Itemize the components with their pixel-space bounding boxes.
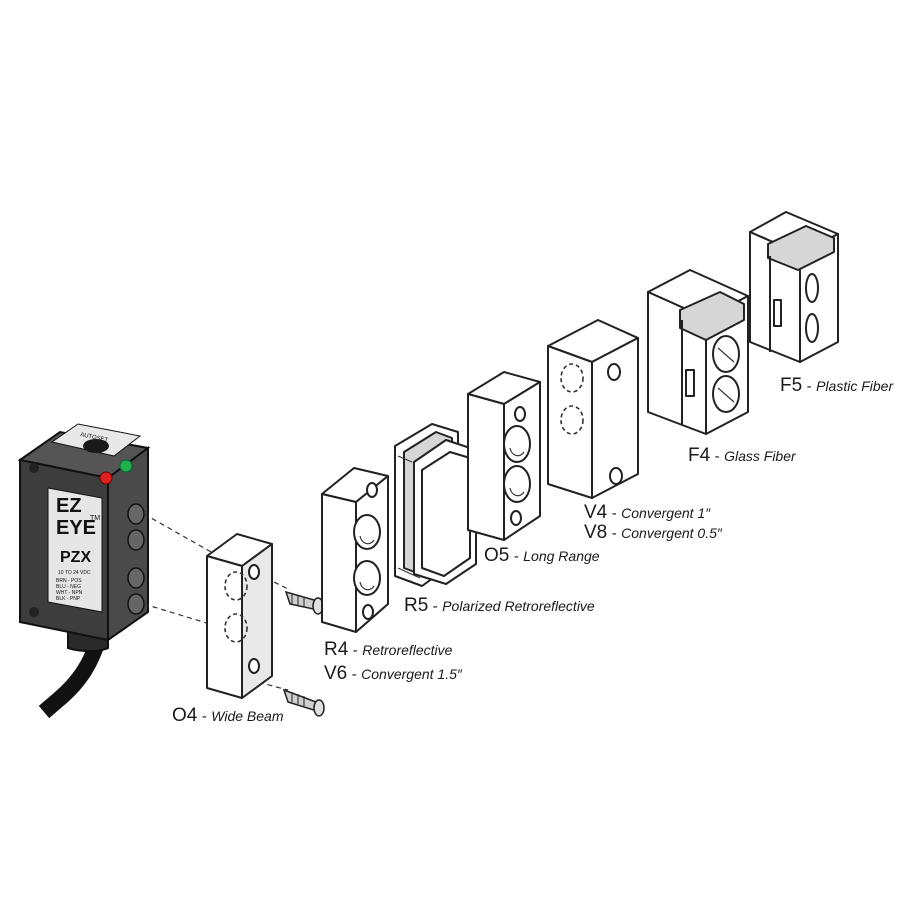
part-o5-long-range [467, 371, 541, 541]
label-o5-desc: Long Range [523, 548, 600, 564]
label-f4: F4 - Glass Fiber [688, 446, 796, 465]
part-f4-glass-fiber [647, 269, 749, 435]
sensor-wiring-3: BLK - PNP [56, 596, 81, 602]
label-v4-code: V4 [584, 502, 608, 523]
sensor-voltage: 10 TO 24 VDC [58, 570, 91, 576]
label-f4-sep: - [714, 448, 720, 465]
label-r4-code: R4 [324, 639, 349, 660]
part-o4-wide-beam [206, 533, 273, 699]
label-v6-desc: Convergent 1.5″ [361, 666, 462, 682]
sensor-wiring-0: BRN - POS [56, 578, 82, 584]
part-r4-v6-retroreflective [321, 467, 389, 633]
sensor-wiring-2: WHT - NPN [56, 590, 83, 596]
sensor-trademark: TM [90, 515, 100, 522]
label-f5: F5 - Plastic Fiber [780, 376, 893, 395]
label-o5-code: O5 [484, 545, 510, 566]
part-r5-polarized [394, 423, 477, 587]
label-v4-desc: Convergent 1″ [621, 505, 711, 521]
part-v4-v8-convergent [547, 319, 639, 499]
label-v8-sep: - [611, 525, 617, 542]
label-v8-code: V8 [584, 522, 608, 543]
sensor-logo-line1: EZ [56, 495, 82, 517]
label-f5-sep: - [806, 378, 812, 395]
label-r5: R5 - Polarized Retroreflective [404, 596, 595, 615]
label-f5-desc: Plastic Fiber [816, 378, 894, 394]
label-v6-code: V6 [324, 663, 348, 684]
label-o4-code: O4 [172, 705, 198, 726]
sensor-model: PZX [60, 549, 91, 566]
screw-upper [284, 590, 324, 615]
label-v4: V4 - Convergent 1″ [584, 503, 710, 522]
part-f5-plastic-fiber [749, 211, 839, 363]
label-r5-code: R5 [404, 595, 429, 616]
label-f4-code: F4 [688, 445, 711, 466]
label-f4-desc: Glass Fiber [724, 448, 796, 464]
label-o5: O5 - Long Range [484, 546, 600, 565]
label-r5-desc: Polarized Retroreflective [442, 598, 595, 614]
red-led-icon [99, 471, 113, 485]
screw-lower [282, 688, 325, 717]
label-v8: V8 - Convergent 0.5″ [584, 523, 722, 542]
label-o4-desc: Wide Beam [211, 708, 284, 724]
sensor-body: EZ EYE TM PZX 10 TO 24 VDC BRN - POS BLU… [17, 423, 151, 642]
sensor-wiring-1: BLU - NEG [56, 584, 81, 590]
sensor-logo-line2: EYE [56, 517, 96, 539]
label-v6: V6 - Convergent 1.5″ [324, 664, 462, 683]
label-o4-sep: - [201, 708, 207, 725]
label-v6-sep: - [351, 666, 357, 683]
label-o4: O4 - Wide Beam [172, 706, 284, 725]
label-r5-sep: - [432, 598, 438, 615]
green-led-icon [119, 459, 133, 473]
label-v8-desc: Convergent 0.5″ [621, 525, 722, 541]
label-f5-code: F5 [780, 375, 803, 396]
label-v4-sep: - [611, 505, 617, 522]
label-r4: R4 - Retroreflective [324, 640, 452, 659]
label-r4-sep: - [352, 642, 358, 659]
label-o5-sep: - [513, 548, 519, 565]
label-r4-desc: Retroreflective [362, 642, 453, 658]
sensor-button-label: AUTOSET [80, 432, 109, 444]
